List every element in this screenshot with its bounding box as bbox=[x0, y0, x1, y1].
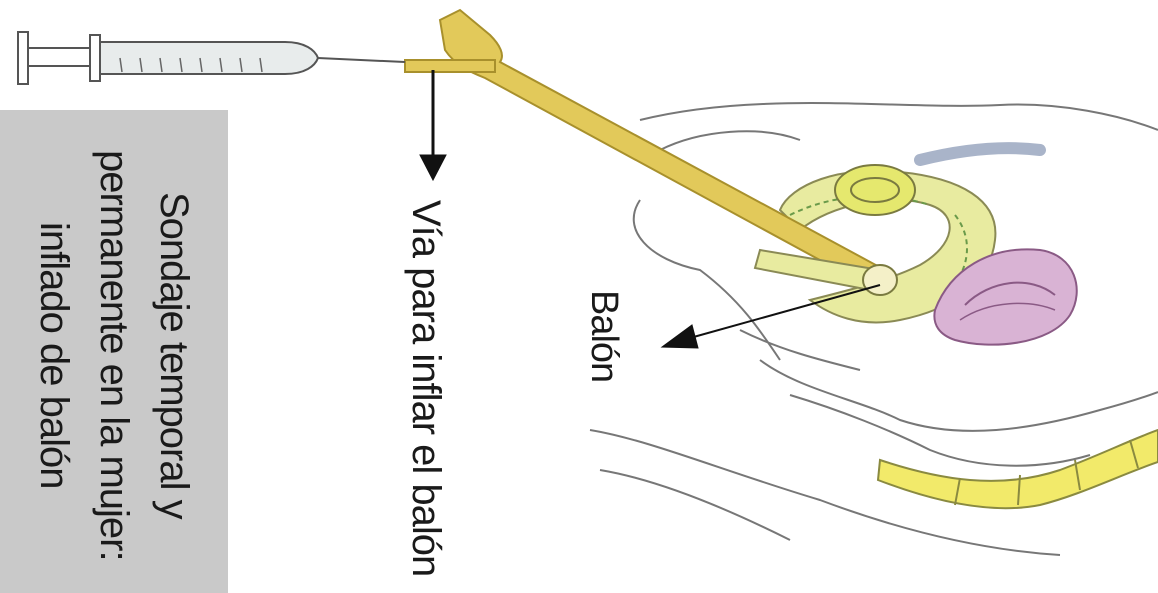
balloon-icon bbox=[863, 265, 897, 295]
syringe-icon bbox=[18, 32, 405, 84]
vessel bbox=[920, 148, 1040, 160]
inflation-port-label: Vía para inflar el balón bbox=[403, 200, 448, 576]
pubic-bone bbox=[835, 165, 915, 215]
inflation-arrow bbox=[420, 70, 446, 180]
rectum bbox=[878, 430, 1158, 508]
catheter bbox=[405, 10, 897, 295]
balloon-label: Balón bbox=[582, 290, 625, 382]
